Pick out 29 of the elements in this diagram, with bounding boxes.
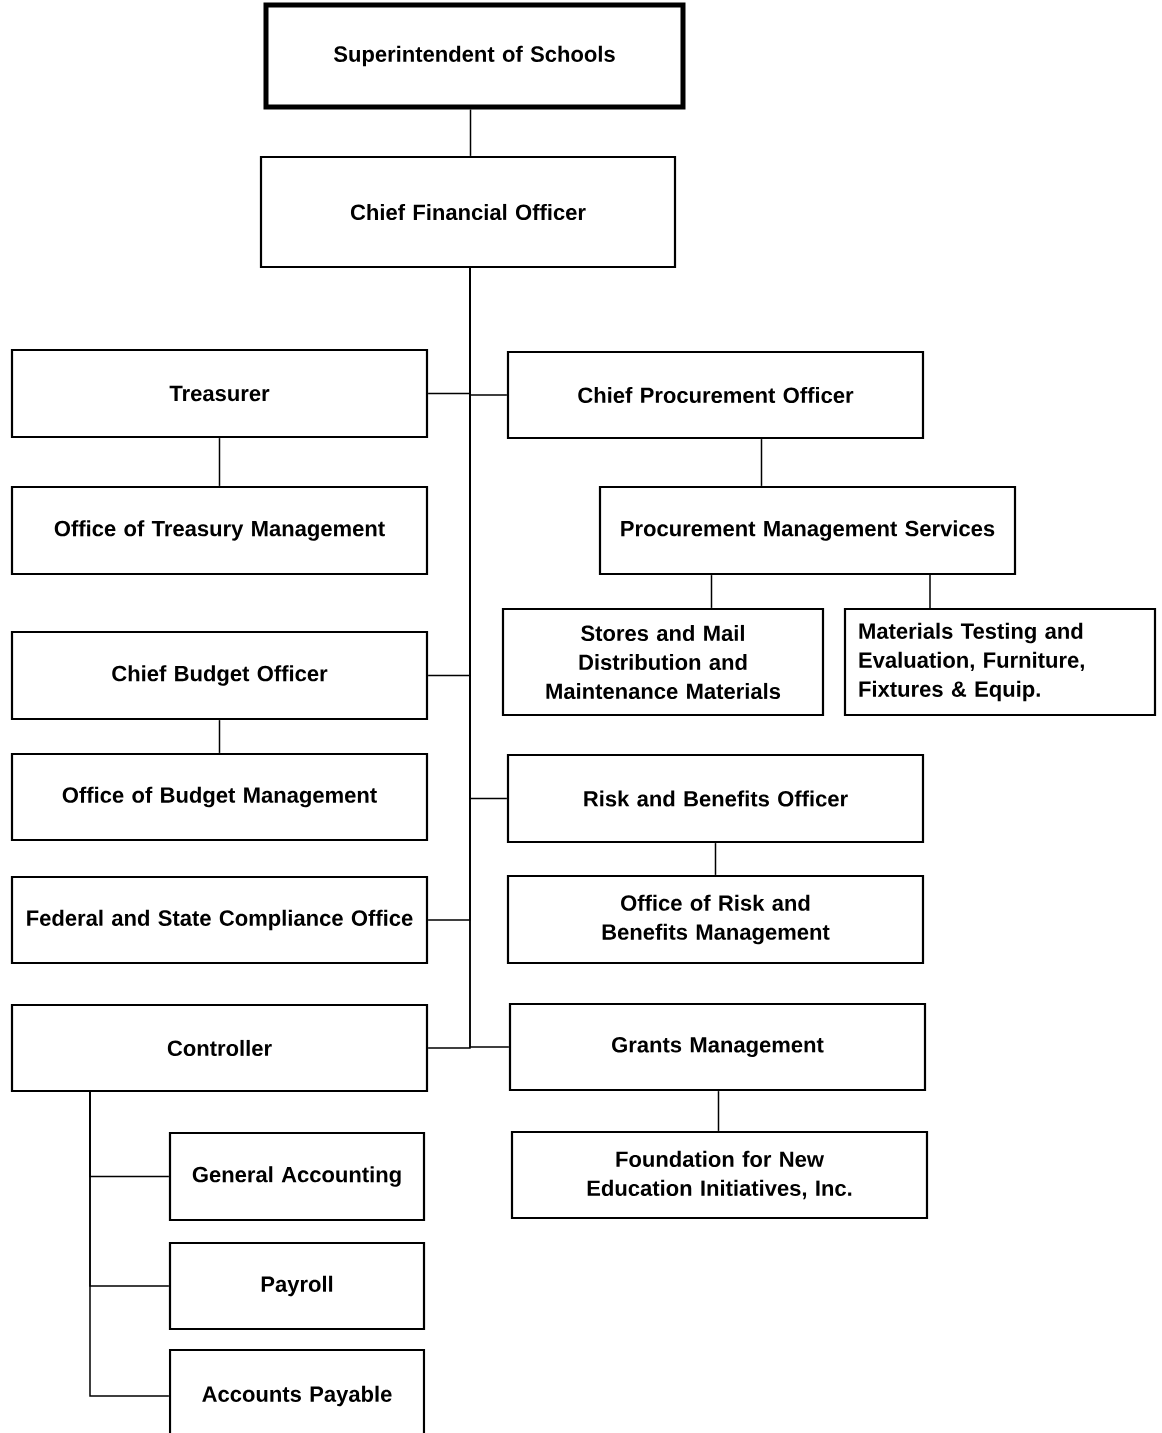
org-box: Materials Testing and Evaluation, Furniture, Fixtures & Equip.: [843, 607, 1157, 717]
org-box: Foundation for New Education Initiatives, Inc.: [510, 1130, 929, 1220]
org-box: General Accounting: [168, 1131, 426, 1222]
org-box: Controller: [10, 1003, 429, 1093]
org-box: Grants Management: [508, 1002, 927, 1092]
org-box: Accounts Payable: [168, 1348, 426, 1433]
connector-line: [469, 108, 472, 157]
org-box: Office of Treasury Management: [10, 485, 429, 576]
org-box: Superintendent of Schools: [263, 2, 686, 110]
connector-line: [760, 438, 763, 487]
org-box: Chief Budget Officer: [10, 630, 429, 721]
org-box: Chief Financial Officer: [259, 155, 677, 269]
connector-line: [710, 574, 713, 609]
connector-line: [929, 574, 931, 609]
connector-line: [717, 1090, 720, 1132]
connector-line: [469, 267, 510, 1048]
org-box: Treasurer: [10, 348, 429, 439]
org-box: Federal and State Compliance Office: [10, 875, 429, 965]
org-box: Chief Procurement Officer: [506, 350, 925, 440]
connector-line: [218, 437, 221, 487]
connector-line: [714, 842, 717, 876]
connector-line: [218, 719, 221, 754]
org-box: Payroll: [168, 1241, 426, 1331]
connector-line: [89, 1091, 170, 1397]
org-box: Stores and Mail Distribution and Maintenance Materials: [501, 607, 825, 717]
org-box: Office of Budget Management: [10, 752, 429, 842]
org-box: Procurement Management Services: [598, 485, 1017, 576]
org-box: Risk and Benefits Officer: [506, 753, 925, 844]
org-box: Office of Risk and Benefits Management: [506, 874, 925, 965]
